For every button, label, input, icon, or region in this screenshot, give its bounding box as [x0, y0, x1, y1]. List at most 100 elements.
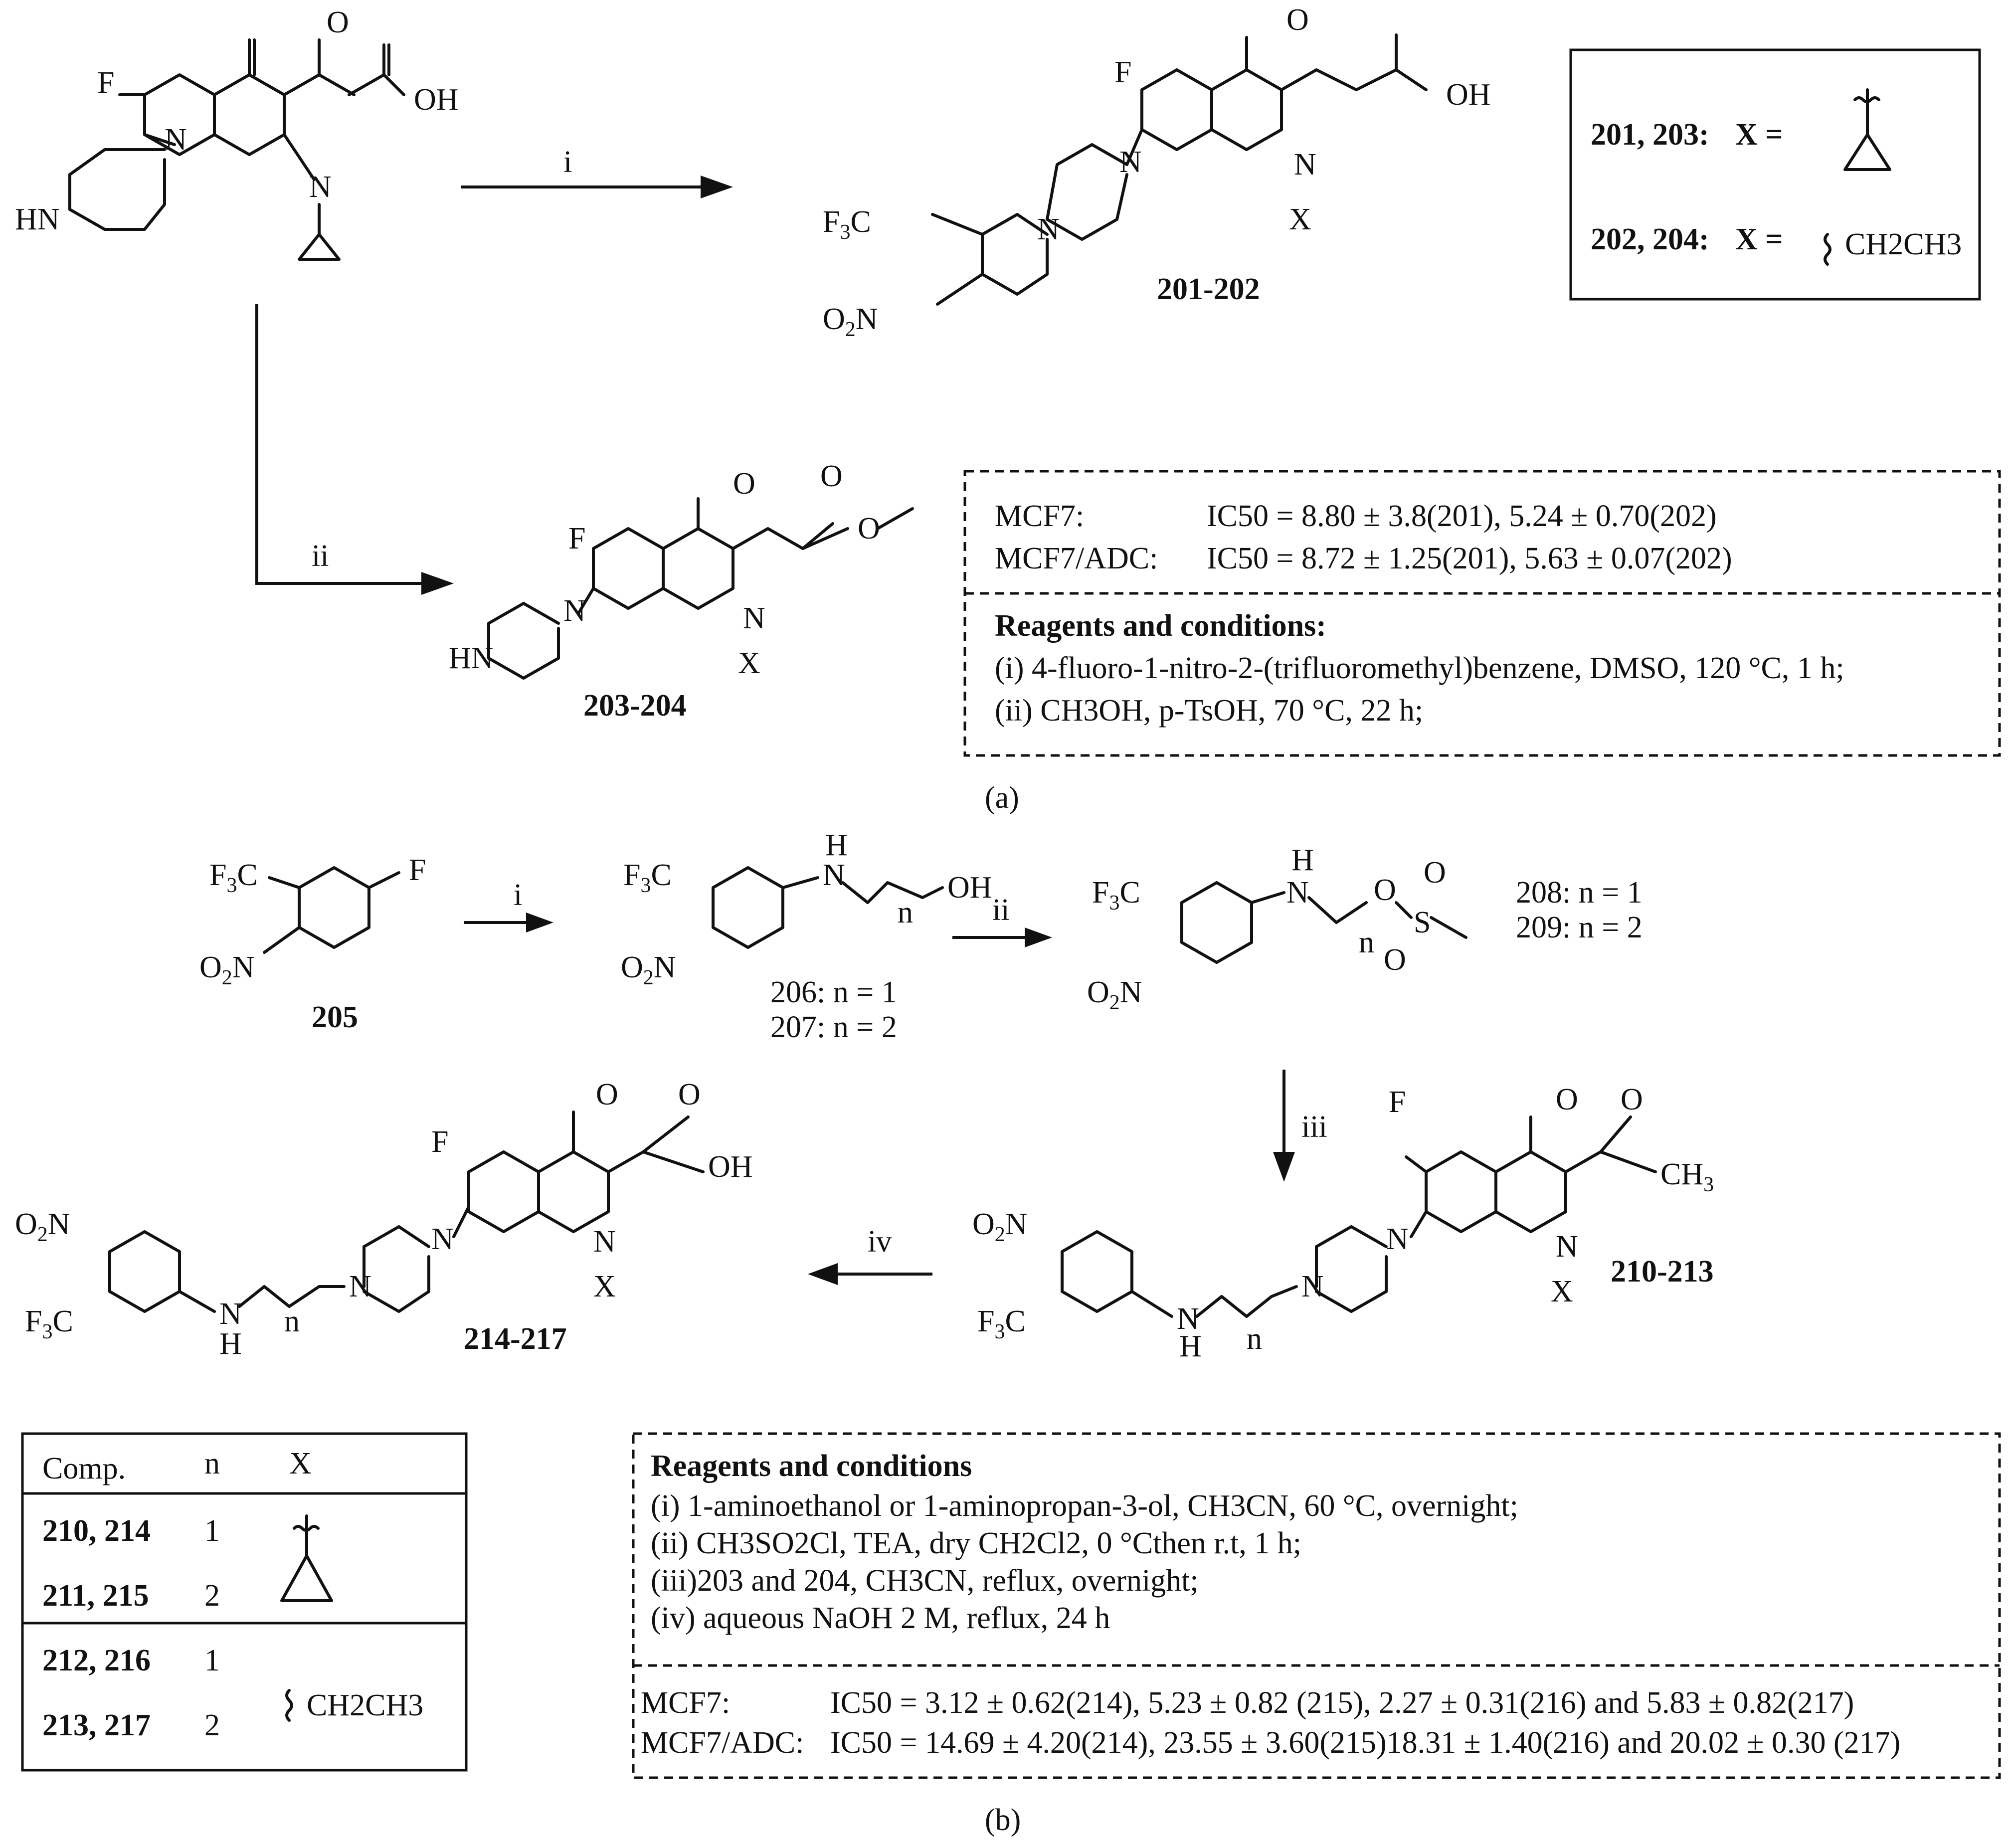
panel-a-ic50-line2-cell: MCF7/ADC: — [995, 542, 1158, 575]
svg-text:HN: HN — [449, 641, 494, 675]
svg-text:O: O — [1286, 3, 1309, 37]
compound-210-213-structure: O2N F3C N H n N N F O O CH3 N X — [972, 1083, 1714, 1363]
panel-a-ic50-line1-cell: MCF7: — [995, 499, 1084, 533]
svg-text:O: O — [1556, 1083, 1578, 1116]
table-wavy-bond-icon — [285, 1689, 293, 1722]
svg-text:N: N — [1556, 1230, 1578, 1264]
svg-text:O: O — [596, 1078, 618, 1111]
svg-text:F3C: F3C — [823, 205, 871, 244]
table-row-4-n: 2 — [204, 1708, 220, 1742]
arrowhead-step-ii — [421, 572, 454, 595]
svg-text:F3C: F3C — [1092, 876, 1140, 915]
svg-text:N: N — [1177, 1302, 1199, 1336]
panel-b-ic50-line1-values: IC50 = 3.12 ± 0.62(214), 5.23 ± 0.82 (21… — [830, 1686, 1854, 1720]
panel-b-reagent-i: (i) 1-aminoethanol or 1-aminopropan-3-ol… — [651, 1489, 1518, 1523]
compound-208-209-structure: F3C O2N H N n O O S O — [1087, 843, 1467, 1014]
compound-206-207-structure: F3C O2N H N n OH — [621, 828, 992, 989]
svg-text:O: O — [1384, 943, 1406, 977]
table-frame — [21, 1432, 468, 1772]
table-row-2-comp: 211, 215 — [42, 1579, 149, 1613]
table-row-3-n: 1 — [204, 1644, 220, 1677]
table-row-3-comp: 212, 216 — [42, 1644, 151, 1677]
table-row-1-comp: 210, 214 — [42, 1514, 151, 1548]
arrow-step-ii — [255, 304, 439, 585]
svg-text:F: F — [1114, 55, 1131, 89]
compound-label-214-217: 214-217 — [464, 1322, 567, 1356]
table-row-4-comp: 213, 217 — [42, 1708, 151, 1742]
svg-text:O: O — [678, 1078, 701, 1111]
compound-205-structure: F3C F O2N — [199, 853, 426, 989]
compound-label-201-202: 201-202 — [1157, 272, 1260, 306]
svg-text:O: O — [820, 459, 843, 493]
svg-text:O: O — [1424, 856, 1446, 890]
x-box-row1-eq: X = — [1735, 118, 1783, 152]
table-header-x: X — [289, 1447, 312, 1480]
svg-text:O2N: O2N — [972, 1207, 1028, 1246]
svg-text:n: n — [898, 896, 913, 929]
svg-text:N: N — [563, 594, 586, 628]
x-box-ethyl: CH2CH3 — [1845, 227, 1962, 261]
compound-label-209: 209: n = 2 — [1516, 911, 1643, 944]
step-ii-label: ii — [312, 539, 329, 573]
svg-text:OH: OH — [1446, 78, 1491, 112]
svg-text:O2N: O2N — [15, 1207, 70, 1246]
table-row-1-n: 1 — [204, 1514, 220, 1548]
svg-text:n: n — [284, 1304, 300, 1338]
svg-text:O: O — [1374, 873, 1396, 907]
cyclopropyl-icon — [1843, 88, 1891, 171]
svg-text:N: N — [593, 1225, 616, 1259]
svg-text:O: O — [1621, 1083, 1643, 1116]
svg-text:n: n — [1359, 925, 1374, 959]
b-step-i-label: i — [514, 878, 522, 912]
svg-text:F: F — [568, 522, 585, 555]
x-box-row2-eq: X = — [1735, 222, 1783, 256]
svg-text:X: X — [593, 1270, 616, 1303]
svg-text:F: F — [97, 66, 114, 100]
compound-label-206: 206: n = 1 — [770, 975, 897, 1009]
svg-text:OH: OH — [708, 1150, 753, 1184]
step-i-label: i — [563, 145, 572, 179]
panel-b-reagent-iv: (iv) aqueous NaOH 2 M, reflux, 24 h — [651, 1601, 1110, 1635]
panel-b-ic50-line1-cell: MCF7: — [641, 1686, 730, 1720]
panel-a-ic50-line2-values: IC50 = 8.72 ± 1.25(201), 5.63 ± 0.07(202… — [1207, 542, 1732, 575]
table-row-2-n: 2 — [204, 1579, 220, 1613]
svg-text:O: O — [733, 467, 755, 501]
panel-b-reagent-iii: (iii)203 and 204, CH3CN, reflux, overnig… — [651, 1564, 1199, 1598]
panel-b-reagent-ii: (ii) CH3SO2Cl, TEA, dry CH2Cl2, 0 °Cthen… — [651, 1526, 1301, 1560]
svg-text:F3C: F3C — [977, 1304, 1026, 1343]
svg-text:X: X — [738, 646, 760, 680]
ciprofloxacin-structure: F O OH N N HN — [15, 5, 459, 261]
panel-a-data-box — [963, 470, 2001, 757]
svg-text:X: X — [1289, 202, 1311, 236]
svg-text:N: N — [1301, 1270, 1324, 1303]
wavy-bond-icon — [1824, 233, 1831, 266]
panel-a-label: (a) — [985, 781, 1019, 815]
svg-text:H: H — [1291, 843, 1314, 877]
svg-text:F3C: F3C — [25, 1304, 73, 1343]
compound-label-210-213: 210-213 — [1611, 1255, 1714, 1289]
svg-text:N: N — [1294, 148, 1316, 182]
panel-b-ic50-line2-cell: MCF7/ADC: — [641, 1726, 804, 1760]
x-box-row2-ids: 202, 204: — [1591, 222, 1709, 256]
b-step-iii-label: iii — [1301, 1110, 1327, 1144]
svg-text:O2N: O2N — [823, 302, 878, 341]
svg-text:F: F — [1389, 1085, 1406, 1119]
svg-text:H: H — [219, 1327, 242, 1361]
panel-a-reagents-title: Reagents and conditions: — [995, 609, 1326, 643]
svg-text:F3C: F3C — [623, 858, 672, 897]
panel-b-reagents-title: Reagents and conditions — [651, 1449, 972, 1483]
panel-a-ic50-line1-values: IC50 = 8.80 ± 3.8(201), 5.24 ± 0.70(202) — [1207, 499, 1717, 533]
x-definition-box — [1569, 48, 1981, 301]
svg-text:CH3: CH3 — [1660, 1157, 1714, 1196]
panel-b-label: (b) — [985, 1803, 1021, 1837]
arrowhead-b-step-i — [526, 913, 553, 932]
compound-214-217-structure: O2N F3C N H n N N F O O OH N X — [15, 1078, 753, 1361]
compound-label-205: 205 — [312, 1000, 358, 1034]
svg-text:S: S — [1414, 906, 1431, 939]
svg-text:N: N — [1286, 876, 1309, 910]
panel-b-ic50-line2-values: IC50 = 14.69 ± 4.20(214), 23.55 ± 3.60(2… — [830, 1726, 1900, 1760]
svg-text:OH: OH — [414, 83, 459, 117]
panel-a-reagent-i: (i) 4-fluoro-1-nitro-2-(trifluoromethyl)… — [995, 651, 1844, 685]
table-x-ethyl: CH2CH3 — [307, 1688, 423, 1722]
